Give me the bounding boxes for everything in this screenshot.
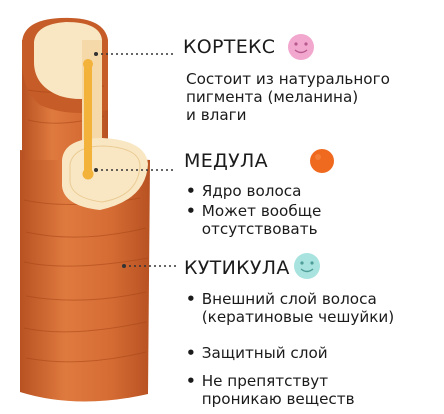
pink-smiley-face-icon <box>288 34 314 60</box>
medulla-core-bottom <box>82 168 94 180</box>
cuticle-bullet-1-text: Внешний слой волоса (кератиновые чешуйки… <box>201 290 395 326</box>
cortex-title: КОРТЕКС <box>183 36 276 58</box>
medulla-bullet-1: •Ядро волоса <box>186 182 302 200</box>
medulla-title: МЕДУЛА <box>184 150 268 172</box>
orange-circle-icon <box>310 149 334 173</box>
cuticle-bullet-2-text: Защитный слой <box>201 344 328 362</box>
cuticle-title: КУТИКУЛА <box>184 257 290 279</box>
teal-smiley-face-icon <box>294 253 320 279</box>
cuticle-bullet-3: •Не препятствут проникаю веществ <box>186 372 355 408</box>
medulla-bullet-2-text: Может вообще отсутствовать <box>201 202 322 238</box>
medulla-leader-dot <box>94 168 98 172</box>
medulla-bullet-1-text: Ядро волоса <box>201 182 302 200</box>
medulla-core <box>84 64 92 174</box>
cuticle-leader-dot <box>122 264 126 268</box>
cortex-leader-dot <box>94 52 98 56</box>
medulla-core-top <box>83 59 93 69</box>
medulla-bullet-2: •Может вообще отсутствовать <box>186 202 322 238</box>
cuticle-bullet-2: •Защитный слой <box>186 344 328 362</box>
cuticle-bullet-3-text: Не препятствут проникаю веществ <box>201 372 355 408</box>
cuticle-bullet-1: •Внешний слой волоса (кератиновые чешуйк… <box>186 290 395 326</box>
hair-lower-segment <box>20 150 150 402</box>
cortex-description: Состоит из натурального пигмента (мелани… <box>186 70 390 124</box>
